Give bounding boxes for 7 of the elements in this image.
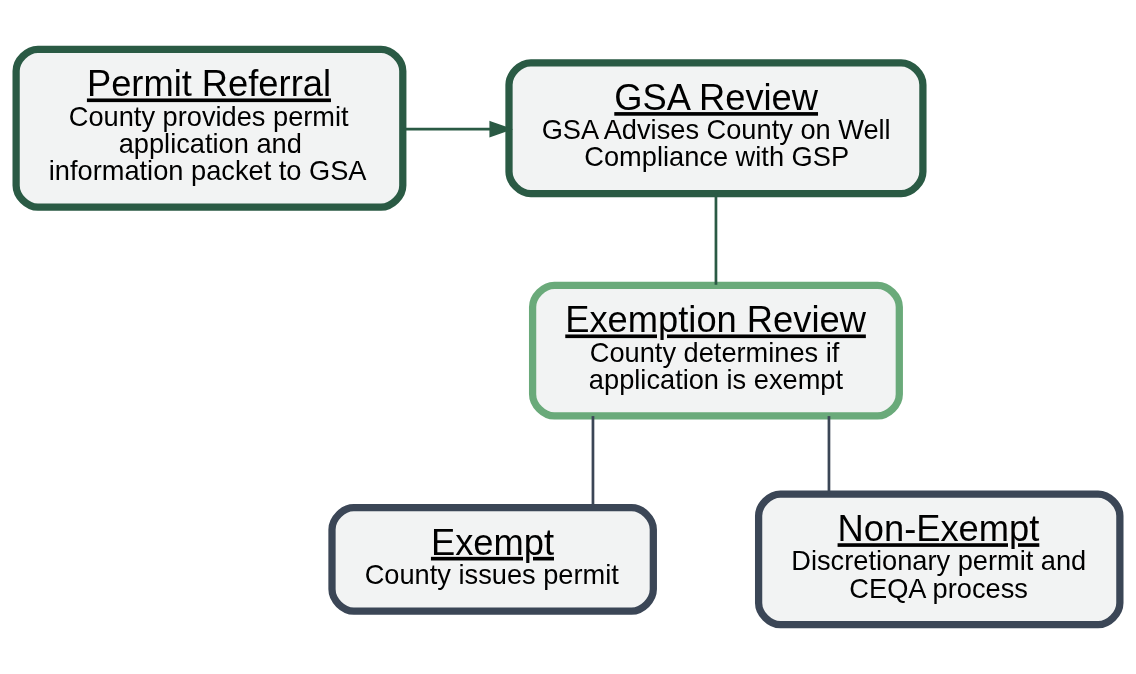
node-box: Exempt County issues permit [328, 504, 657, 615]
node-box: Exemption Review County determines if application is exempt [528, 281, 903, 420]
node-box: Non-Exempt Discretionary permit and CEQA process [755, 490, 1124, 629]
arrow [403, 120, 514, 138]
connector [827, 416, 831, 494]
node-box: Permit Referral County provides permit application and information packet to GSA [12, 45, 407, 211]
node-box: GSA Review GSA Advises County on Well Compliance with GSP [505, 59, 927, 198]
